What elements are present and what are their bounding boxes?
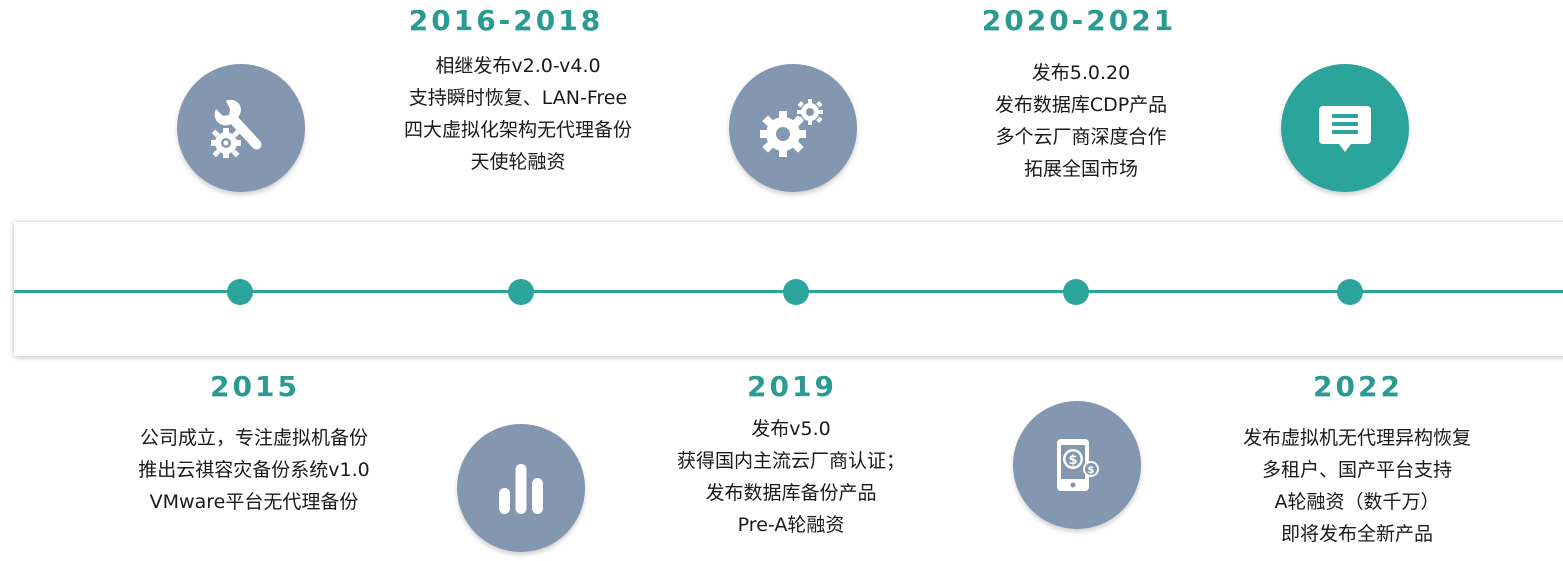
milestone-desc-2020-2021: 发布5.0.20 发布数据库CDP产品 多个云厂商深度合作 拓展全国市场: [881, 57, 1281, 185]
timeline-dot-2020-2021: [1063, 279, 1089, 305]
desc-line: 即将发布全新产品: [1280, 523, 1433, 545]
desc-line: 天使轮融资: [470, 151, 566, 173]
desc-line: 推出云祺容灾备份系统v1.0: [138, 459, 370, 481]
desc-line: 多租户、国产平台支持: [1261, 459, 1452, 481]
desc-line: 相继发布v2.0-v4.0: [435, 55, 601, 77]
milestone-year-2015: 2015: [210, 370, 300, 403]
timeline-dot-2015: [227, 279, 253, 305]
milestone-year-2016-2018: 2016-2018: [408, 4, 604, 37]
desc-line: 发布数据库备份产品: [705, 482, 877, 504]
bar-chart-icon: [499, 464, 543, 514]
mobile-payment-icon: $ $: [1057, 439, 1099, 491]
desc-line: Pre-A轮融资: [737, 514, 845, 536]
bar-chart-icon-circle: [457, 424, 585, 552]
desc-line: VMware平台无代理备份: [149, 491, 359, 513]
milestone-desc-2022: 发布虚拟机无代理异构恢复 多租户、国产平台支持 A轮融资（数千万） 即将发布全新…: [1157, 422, 1557, 550]
desc-line: 发布5.0.20: [1031, 62, 1131, 84]
milestone-desc-2016-2018: 相继发布v2.0-v4.0 支持瞬时恢复、LAN-Free 四大虚拟化架构无代理…: [318, 50, 718, 178]
milestone-year-2022: 2022: [1313, 370, 1403, 403]
mobile-payment-icon-circle: $ $: [1013, 401, 1141, 529]
wrench-gear-icon-circle: [177, 64, 305, 192]
timeline-dot-2022: [1337, 279, 1363, 305]
svg-text:$: $: [1068, 453, 1077, 468]
desc-line: 发布数据库CDP产品: [994, 94, 1168, 116]
milestone-desc-2015: 公司成立，专注虚拟机备份 推出云祺容灾备份系统v1.0 VMware平台无代理备…: [54, 422, 454, 518]
gears-icon-circle: [729, 64, 857, 192]
chat-message-icon: [1319, 106, 1371, 152]
desc-line: 发布虚拟机无代理异构恢复: [1242, 427, 1471, 449]
gears-icon: [760, 99, 823, 157]
desc-line: 多个云厂商深度合作: [995, 126, 1167, 148]
milestone-year-2019: 2019: [747, 370, 837, 403]
wrench-gear-icon: [211, 99, 262, 158]
desc-line: 四大虚拟化架构无代理备份: [403, 119, 632, 141]
milestone-year-2020-2021: 2020-2021: [981, 4, 1177, 37]
desc-line: 公司成立，专注虚拟机备份: [139, 427, 368, 449]
chat-message-icon-circle: [1281, 64, 1409, 192]
desc-line: A轮融资（数千万）: [1274, 491, 1440, 513]
svg-text:$: $: [1088, 465, 1095, 476]
desc-line: 拓展全国市场: [1023, 158, 1138, 180]
desc-line: 发布v5.0: [751, 418, 831, 440]
desc-line: 支持瞬时恢复、LAN-Free: [408, 87, 628, 109]
timeline-dot-2016-2018: [508, 279, 534, 305]
timeline-dot-2019: [783, 279, 809, 305]
milestone-desc-2019: 发布v5.0 获得国内主流云厂商认证； 发布数据库备份产品 Pre-A轮融资: [591, 413, 991, 541]
desc-line: 获得国内主流云厂商认证；: [676, 450, 905, 472]
